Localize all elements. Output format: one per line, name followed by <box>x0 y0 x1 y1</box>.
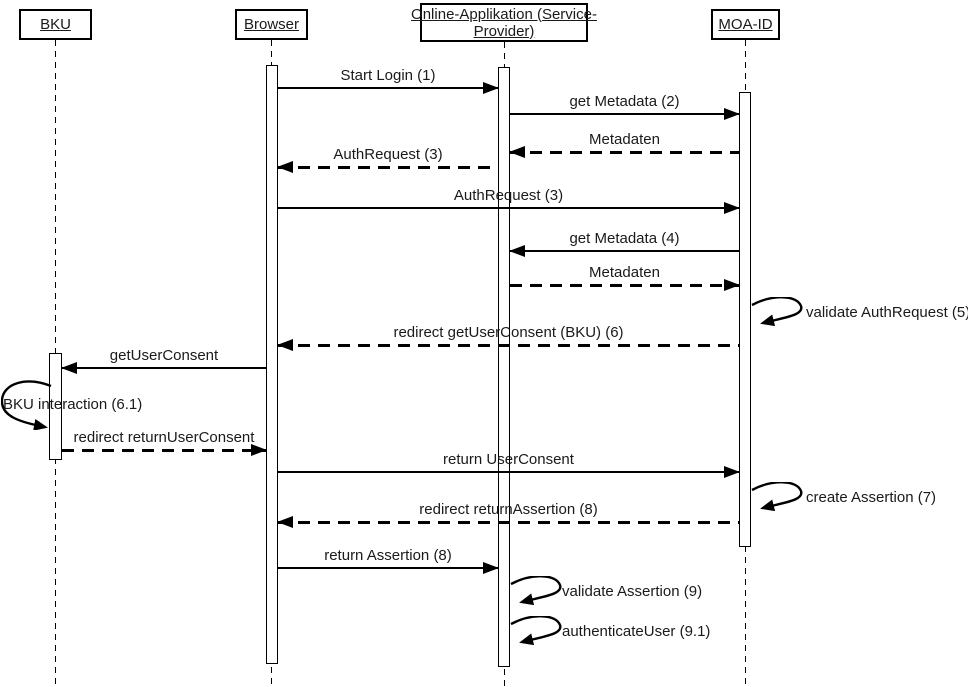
actor-box-oa: Online-Applikation (Service-Provider) <box>411 3 597 42</box>
activation-bar-moaid <box>739 92 751 547</box>
arrowhead-icon <box>724 279 740 291</box>
self-message-label-validate-assertion-9: validate Assertion (9) <box>562 583 703 600</box>
arrowhead-icon <box>483 82 499 94</box>
message-metadaten: Metadaten <box>509 131 739 159</box>
message-label: AuthRequest (3) <box>333 146 443 163</box>
actor-label-oa: Provider) <box>473 22 535 40</box>
self-message-loop-icon <box>1 380 52 430</box>
actor-box-moaid: MOA-ID <box>711 9 780 40</box>
arrowhead-icon <box>61 362 77 374</box>
message-line <box>278 567 498 569</box>
message-redirect-getuserconsent-bku-6: redirect getUserConsent (BKU) (6) <box>277 324 739 352</box>
arrowhead-icon <box>509 245 525 257</box>
message-line <box>62 449 266 452</box>
message-line <box>278 344 739 347</box>
message-authrequest-3: AuthRequest (3) <box>278 187 740 215</box>
message-label: redirect getUserConsent (BKU) (6) <box>393 324 624 341</box>
self-message-loop-icon <box>751 297 803 327</box>
message-get-metadata-2: get Metadata (2) <box>510 93 740 121</box>
message-line <box>278 521 739 524</box>
self-message-label-authenticateuser-9-1: authenticateUser (9.1) <box>562 623 711 640</box>
message-label: getUserConsent <box>109 347 219 364</box>
self-message-label-bku-interaction-6-1: BKU interaction (6.1) <box>3 396 143 413</box>
message-line <box>510 284 739 287</box>
message-getuserconsent: getUserConsent <box>61 347 266 375</box>
self-message-loop-icon <box>510 576 562 606</box>
message-line <box>510 250 739 252</box>
arrowhead-icon <box>724 108 740 120</box>
message-label: get Metadata (4) <box>569 230 680 247</box>
message-label: return Assertion (8) <box>324 547 452 564</box>
message-start-login-1: Start Login (1) <box>278 67 499 95</box>
arrowhead-icon <box>724 202 740 214</box>
arrowhead-icon <box>724 466 740 478</box>
message-get-metadata-4: get Metadata (4) <box>509 230 739 258</box>
message-line <box>278 166 498 169</box>
actor-label-browser: Browser <box>243 16 299 33</box>
arrowhead-icon <box>251 444 267 456</box>
message-label: return UserConsent <box>443 451 574 468</box>
actor-label-bku: BKU <box>40 16 71 33</box>
arrowhead-icon <box>277 161 293 173</box>
self-message-loop-icon <box>751 482 803 512</box>
arrowhead-icon <box>277 339 293 351</box>
message-return-assertion-8: return Assertion (8) <box>278 547 499 575</box>
actor-box-browser: Browser <box>235 9 308 40</box>
message-line <box>510 113 739 115</box>
arrowhead-icon <box>509 146 525 158</box>
message-label: Start Login (1) <box>340 67 436 84</box>
message-line <box>510 151 739 154</box>
activation-bar-oa <box>498 67 510 667</box>
message-label: redirect returnUserConsent <box>73 429 255 446</box>
message-return-userconsent: return UserConsent <box>278 451 740 479</box>
message-label: Metadaten <box>589 264 660 281</box>
activation-bar-browser <box>266 65 278 664</box>
message-redirect-returnuserconsent: redirect returnUserConsent <box>62 429 267 457</box>
message-line <box>278 87 498 89</box>
activation-bar-bku <box>49 353 62 460</box>
message-line <box>278 471 739 473</box>
self-message-loop-icon <box>510 616 562 646</box>
message-redirect-returnassertion-8: redirect returnAssertion (8) <box>277 501 739 529</box>
message-label: Metadaten <box>589 131 660 148</box>
message-metadaten: Metadaten <box>510 264 740 292</box>
message-line <box>278 207 739 209</box>
message-label: redirect returnAssertion (8) <box>419 501 598 518</box>
arrowhead-icon <box>277 516 293 528</box>
actor-box-bku: BKU <box>19 9 92 40</box>
self-message-label-create-assertion-7: create Assertion (7) <box>806 489 937 506</box>
message-label: get Metadata (2) <box>569 93 680 110</box>
message-line <box>62 367 266 369</box>
message-label: AuthRequest (3) <box>453 187 564 204</box>
message-authrequest-3: AuthRequest (3) <box>277 146 498 174</box>
arrowhead-icon <box>483 562 499 574</box>
actor-label-oa: Online-Applikation (Service- <box>411 5 597 23</box>
self-message-label-validate-authrequest-5: validate AuthRequest (5) <box>806 304 968 321</box>
actor-label-moaid: MOA-ID <box>718 16 773 33</box>
